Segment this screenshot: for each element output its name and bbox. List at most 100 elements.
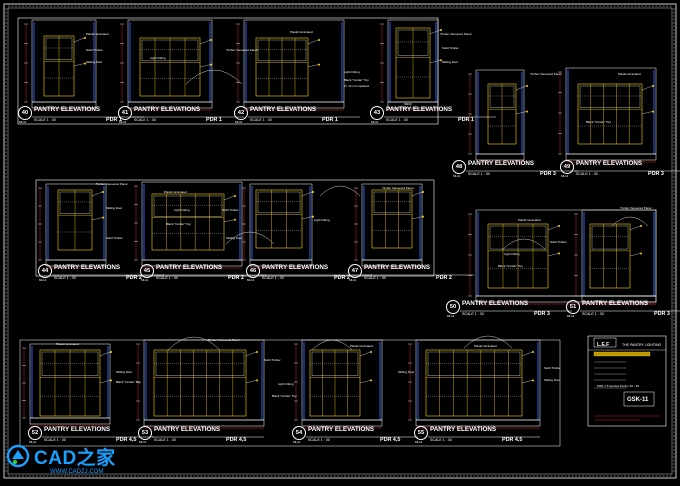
elevation-title: PANTRY ELEVATIONS xyxy=(34,106,101,113)
callout-note: Timber Veneered Panel xyxy=(208,338,240,342)
elevation-number-48: 48 xyxy=(452,160,466,174)
elevation-number-46: 46 xyxy=(246,264,260,278)
elevation-sheet-ref: ML11 xyxy=(235,120,243,124)
elevation-number-52: 52 xyxy=(28,426,42,440)
leader-line xyxy=(359,351,371,357)
leader-dot xyxy=(256,379,258,382)
elevation-number-41: 41 xyxy=(118,106,132,120)
elevation-frame-41 xyxy=(127,19,213,109)
callout-note: M233 xyxy=(404,102,412,106)
callout-note: Sliding Door xyxy=(106,206,123,210)
leader-line xyxy=(99,380,111,384)
elevation-title: PANTRY ELEVATIONS xyxy=(154,426,221,433)
leader-dot xyxy=(312,191,314,193)
leader-line xyxy=(411,191,423,197)
title-block-header: THE PANTRY LIGHTING xyxy=(622,343,662,347)
leader-line xyxy=(547,225,559,231)
elevation-scale: SCALE 1 : 30 xyxy=(386,118,408,122)
leader-dot xyxy=(640,252,642,255)
leader-line xyxy=(641,85,653,91)
elevation-title: PANTRY ELEVATIONS xyxy=(54,264,121,271)
title-block-code: L.E.F xyxy=(597,342,610,348)
leader-line xyxy=(429,29,441,35)
leader-line xyxy=(547,253,559,257)
elevation-sheet-ref: ML11 xyxy=(561,174,569,178)
wall-cabinet xyxy=(155,351,245,376)
elevation-number-50: 50 xyxy=(446,300,460,314)
callout-note: Solid Timber xyxy=(106,236,123,240)
callout-note: Sliding Door xyxy=(442,60,459,64)
elevation-sheet-ref: ML11 xyxy=(141,278,149,282)
callout-note: Timber Veneered Panel xyxy=(620,206,652,210)
wall-cabinet xyxy=(397,29,429,56)
elevation-title: PANTRY ELEVATIONS xyxy=(262,264,329,271)
elevation-sheet-ref: ML11 xyxy=(293,440,301,444)
leader-line xyxy=(91,191,103,197)
callout-note: Black "Corian" Top xyxy=(116,380,141,384)
elevation-frame-42 xyxy=(243,19,345,109)
elevation-sheet-ref: ML11 xyxy=(447,314,455,318)
title-block-line: PDR 1-5 Service Pantry 40 - 55 xyxy=(597,384,640,388)
elevation-number-55: 55 xyxy=(414,426,428,440)
elevation-title: PANTRY ELEVATIONS xyxy=(582,300,649,307)
leader-line xyxy=(641,111,653,115)
elevation-scale: SCALE 1 : 30 xyxy=(308,438,330,442)
title-block-frame xyxy=(587,335,667,427)
leader-dot xyxy=(84,62,86,65)
elevation-scale: SCALE 1 : 30 xyxy=(250,118,272,122)
leader-line xyxy=(307,39,319,45)
elevation-room: PDR 2 xyxy=(334,275,350,281)
wall-cabinet xyxy=(45,37,73,60)
leader-line xyxy=(99,351,111,357)
callout-note: Plastic laminated xyxy=(290,30,313,34)
leader-line xyxy=(521,351,533,357)
logo-url: WWW.CADZJ.COM xyxy=(50,469,104,475)
leader-line xyxy=(411,216,423,220)
leader-line xyxy=(307,64,319,68)
light-fitting-arc xyxy=(225,231,275,245)
elevation-scale: SCALE 1 : 30 xyxy=(582,312,604,316)
callout-note: Tr. 12 mm upstand xyxy=(344,84,369,88)
leader-line xyxy=(359,380,371,384)
elevation-number-47: 47 xyxy=(348,264,362,278)
elevation-room: PDR 3 xyxy=(648,171,664,177)
elevation-sheet-ref: ML11 xyxy=(453,174,461,178)
elevation-sheet-ref: ML11 xyxy=(247,278,255,282)
elevation-sheet-ref: ML11 xyxy=(415,440,423,444)
elevation-scale: SCALE 1 : 30 xyxy=(364,276,386,280)
callout-note: Plastic laminated xyxy=(56,342,79,346)
cadzj-logo: CAD之家 WWW.CADZJ.COM xyxy=(4,440,144,480)
logo-name: CAD之家 xyxy=(34,448,116,469)
leader-dot xyxy=(256,351,258,353)
elevation-frame-54 xyxy=(301,339,383,427)
callout-note: Light Fitting xyxy=(174,208,190,212)
elevation-room: PDR 3 xyxy=(540,171,556,177)
elevation-room: PDR 4,5 xyxy=(226,437,247,443)
callout-note: Light Fitting xyxy=(278,382,294,386)
leader-line xyxy=(515,85,527,91)
elevation-number-45: 45 xyxy=(140,264,154,278)
leader-line xyxy=(629,253,641,257)
leader-dot xyxy=(440,59,442,62)
leader-line xyxy=(429,60,441,64)
callout-note: Plastic laminated xyxy=(164,190,187,194)
elevation-frame-49 xyxy=(565,67,657,161)
elevation-sheet-ref: ML11 xyxy=(139,440,147,444)
leader-dot xyxy=(370,379,372,382)
elevation-frame-45 xyxy=(141,181,243,267)
elevation-scale: SCALE 1 : 30 xyxy=(44,438,66,442)
callout-note: Light Fitting xyxy=(504,252,520,256)
leader-line xyxy=(301,216,313,220)
callout-note: Plastic laminated xyxy=(350,344,373,348)
cabinet-outline xyxy=(589,223,631,289)
elevation-frame-46 xyxy=(249,183,313,267)
leader-dot xyxy=(312,215,314,218)
leader-dot xyxy=(526,85,528,87)
elevation-room: PDR 3 xyxy=(654,311,670,317)
leader-line xyxy=(199,39,211,45)
elevation-room: PDR 4,5 xyxy=(502,437,523,443)
elevation-number-43: 43 xyxy=(370,106,384,120)
callout-note: Black "Corian" Top xyxy=(344,78,369,82)
elevation-scale: SCALE 1 : 30 xyxy=(262,276,284,280)
elevation-scale: SCALE 1 : 30 xyxy=(34,118,56,122)
